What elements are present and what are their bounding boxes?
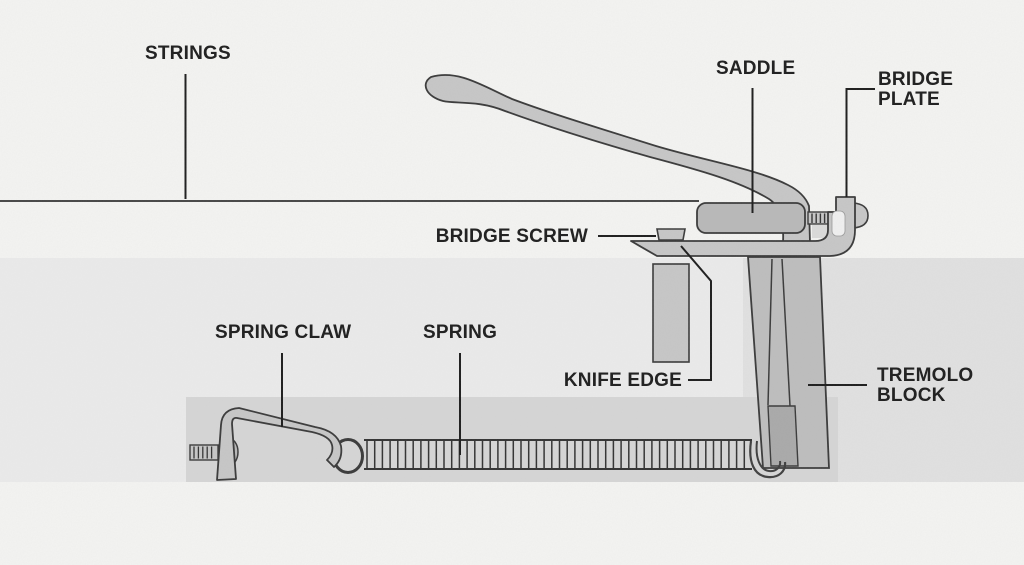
label-spring-claw: SPRING CLAW [215, 322, 352, 343]
label-knife-edge: KNIFE EDGE [563, 370, 682, 391]
label-spring: SPRING [423, 322, 498, 343]
label-tremolo-block: TREMOLO BLOCK [877, 365, 974, 406]
label-saddle: SADDLE [716, 58, 796, 79]
label-strings: STRINGS [145, 43, 231, 64]
label-bridge-plate: BRIDGE PLATE [878, 69, 954, 110]
label-bridge-screw: BRIDGE SCREW [435, 226, 588, 247]
